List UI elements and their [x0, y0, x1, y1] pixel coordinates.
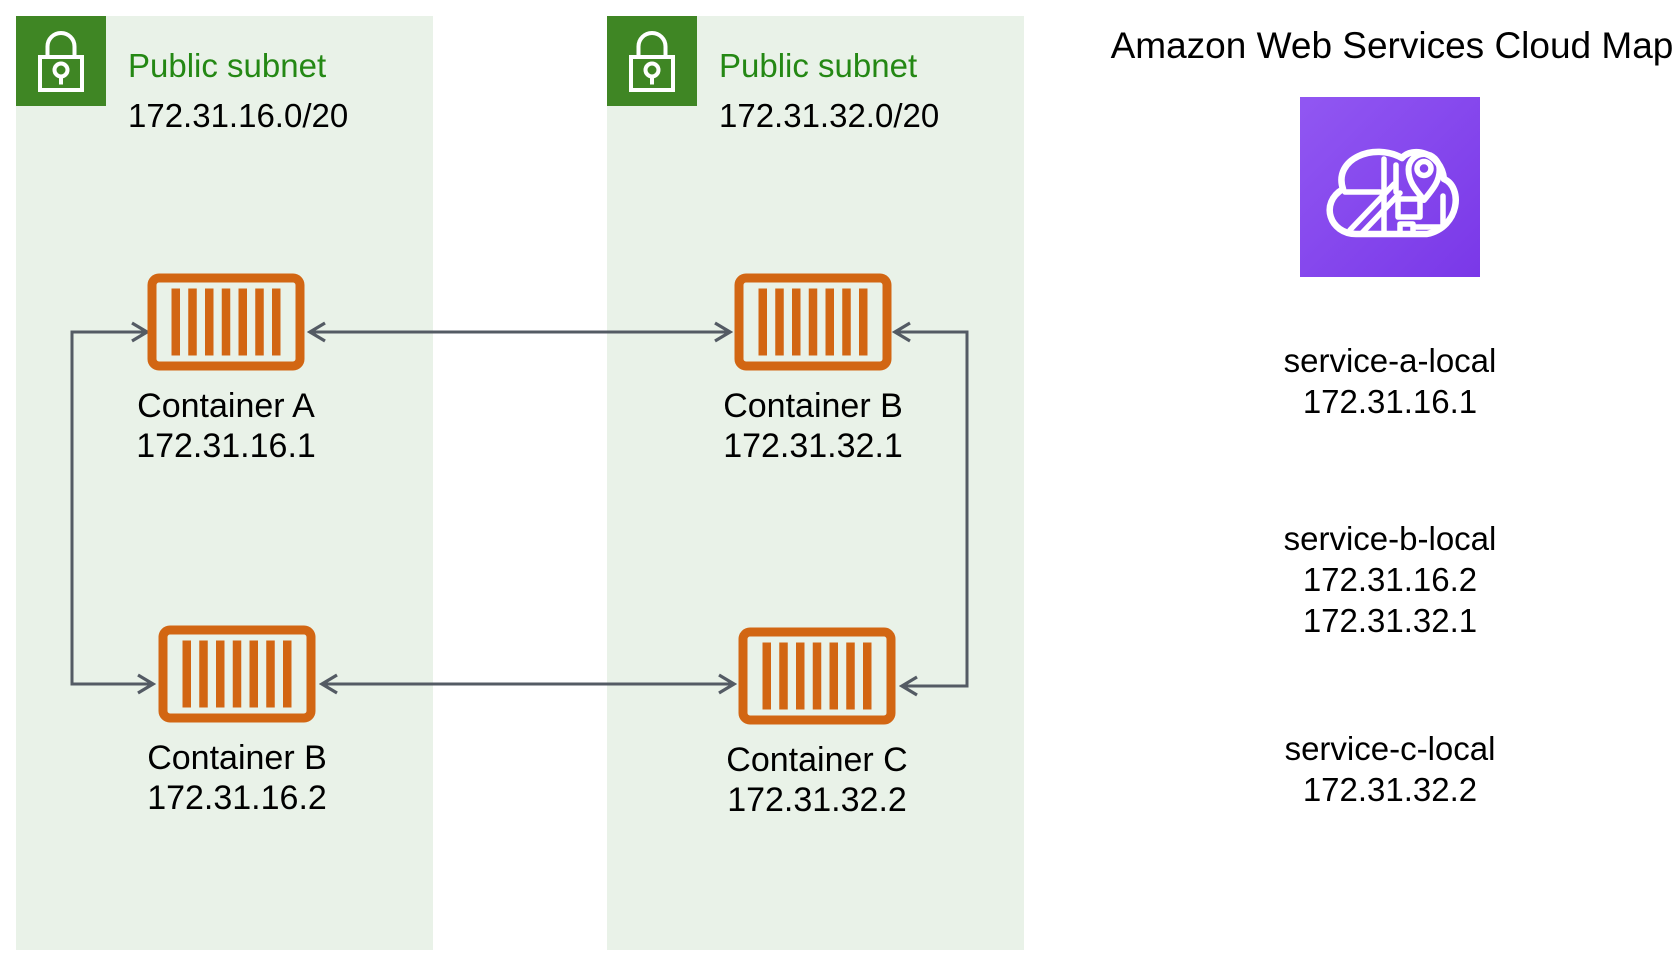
subnet-cidr: 172.31.16.0/20 [128, 97, 349, 134]
container-ip: 172.31.16.1 [136, 427, 316, 465]
container-c-labels: Container C 172.31.32.2 [697, 740, 937, 820]
service-ip: 172.31.32.2 [1302, 771, 1478, 808]
container-node-c: Container C 172.31.32.2 [697, 627, 937, 820]
container-name: Container B [147, 739, 327, 777]
container-name: Container C [726, 741, 908, 779]
container-name: Container B [723, 387, 903, 425]
subnet-1-header: Public subnet 172.31.16.0/20 [128, 41, 348, 141]
service-name: service-b-local [1283, 520, 1497, 557]
container-node-b-right: Container B 172.31.32.1 [693, 273, 933, 466]
service-entry-c: service-c-local 172.31.32.2 [1208, 728, 1572, 810]
container-b-left-labels: Container B 172.31.16.2 [117, 738, 357, 818]
service-entry-b: service-b-local 172.31.16.2 172.31.32.1 [1208, 518, 1572, 641]
container-icon [734, 273, 892, 371]
cloud-map-title: Amazon Web Services Cloud Map [1110, 25, 1674, 66]
service-ip: 172.31.32.1 [1302, 602, 1478, 639]
service-ip: 172.31.16.2 [1302, 561, 1478, 598]
cloud-map-icon [1300, 97, 1480, 277]
container-ip: 172.31.32.1 [723, 427, 903, 465]
subnet-2: Public subnet 172.31.32.0/20 [607, 16, 1024, 950]
service-name: service-a-local [1283, 342, 1497, 379]
container-ip: 172.31.32.2 [727, 781, 907, 819]
container-icon [147, 273, 305, 371]
subnet-label: Public subnet [128, 47, 327, 84]
service-entry-a: service-a-local 172.31.16.1 [1208, 340, 1572, 422]
subnet-label: Public subnet [719, 47, 918, 84]
container-ip: 172.31.16.2 [147, 779, 327, 817]
container-node-b-left: Container B 172.31.16.2 [117, 625, 357, 818]
lock-icon [16, 16, 106, 106]
subnet-2-header: Public subnet 172.31.32.0/20 [719, 41, 939, 141]
container-icon [738, 627, 896, 725]
container-a-labels: Container A 172.31.16.1 [106, 386, 346, 466]
container-b-right-labels: Container B 172.31.32.1 [693, 386, 933, 466]
service-name: service-c-local [1284, 730, 1496, 767]
container-node-a: Container A 172.31.16.1 [106, 273, 346, 466]
lock-icon [607, 16, 697, 106]
service-ip: 172.31.16.1 [1302, 383, 1478, 420]
container-icon [158, 625, 316, 723]
container-name: Container A [137, 387, 315, 425]
subnet-cidr: 172.31.32.0/20 [719, 97, 940, 134]
